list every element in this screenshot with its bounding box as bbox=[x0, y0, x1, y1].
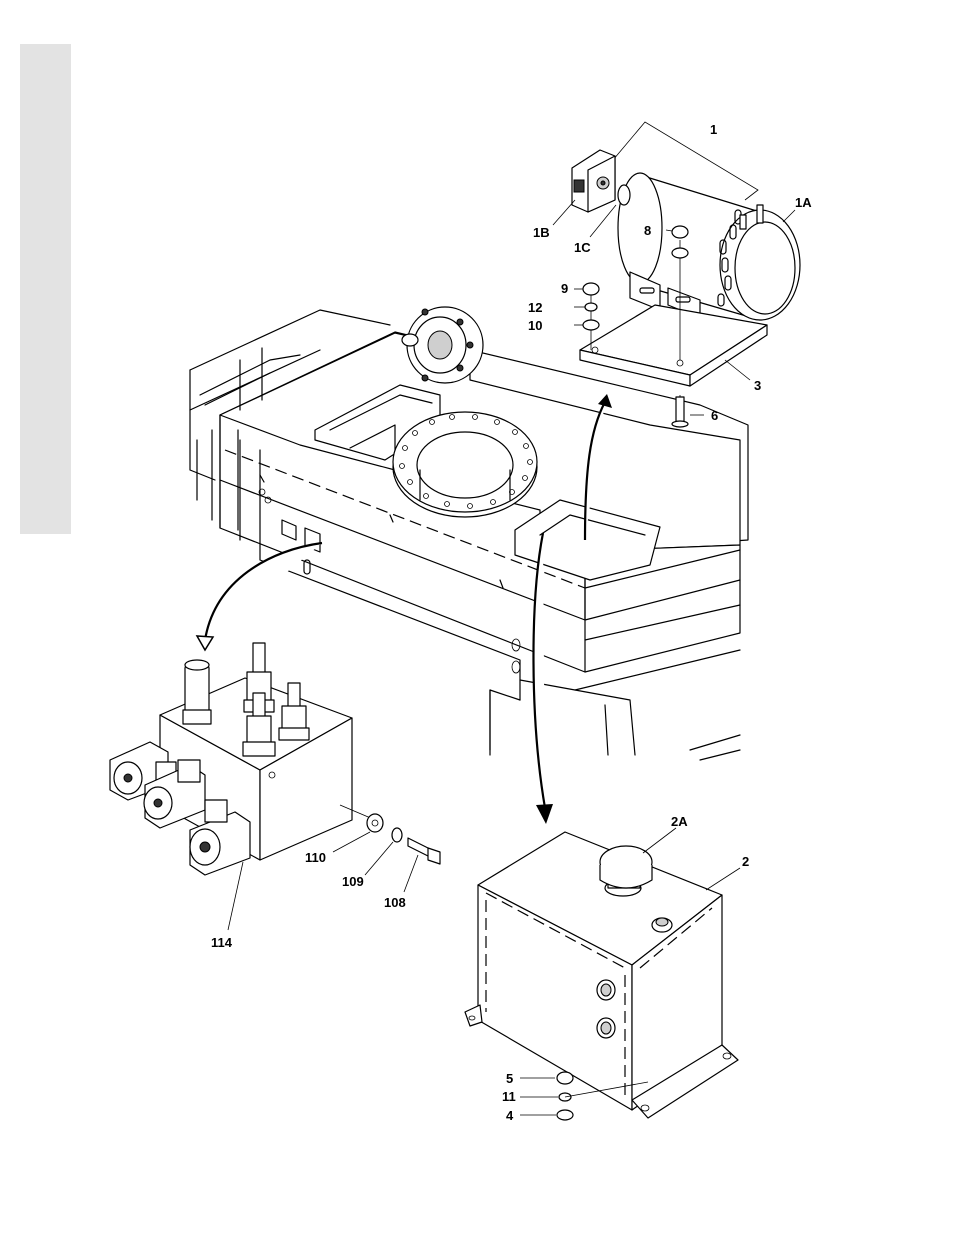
label-part-1c: 1C bbox=[574, 240, 591, 255]
label-part-9: 9 bbox=[561, 281, 568, 296]
motor-assembly bbox=[572, 122, 800, 427]
label-part-4: 4 bbox=[506, 1108, 514, 1123]
label-part-12: 12 bbox=[528, 300, 542, 315]
valve-block bbox=[110, 643, 440, 875]
label-part-11: 11 bbox=[502, 1089, 516, 1104]
label-part-5: 5 bbox=[506, 1071, 513, 1086]
label-part-109: 109 bbox=[342, 874, 364, 889]
label-part-8: 8 bbox=[644, 223, 651, 238]
label-part-1a: 1A bbox=[795, 195, 812, 210]
label-part-10: 10 bbox=[528, 318, 542, 333]
label-part-2: 2 bbox=[742, 854, 749, 869]
label-part-3: 3 bbox=[754, 378, 761, 393]
label-part-2a: 2A bbox=[671, 814, 688, 829]
label-part-1: 1 bbox=[710, 122, 717, 137]
label-part-114: 114 bbox=[211, 935, 233, 950]
label-part-6: 6 bbox=[711, 408, 718, 423]
label-part-1b: 1B bbox=[533, 225, 550, 240]
label-part-108: 108 bbox=[384, 895, 406, 910]
label-part-110: 110 bbox=[305, 850, 326, 865]
